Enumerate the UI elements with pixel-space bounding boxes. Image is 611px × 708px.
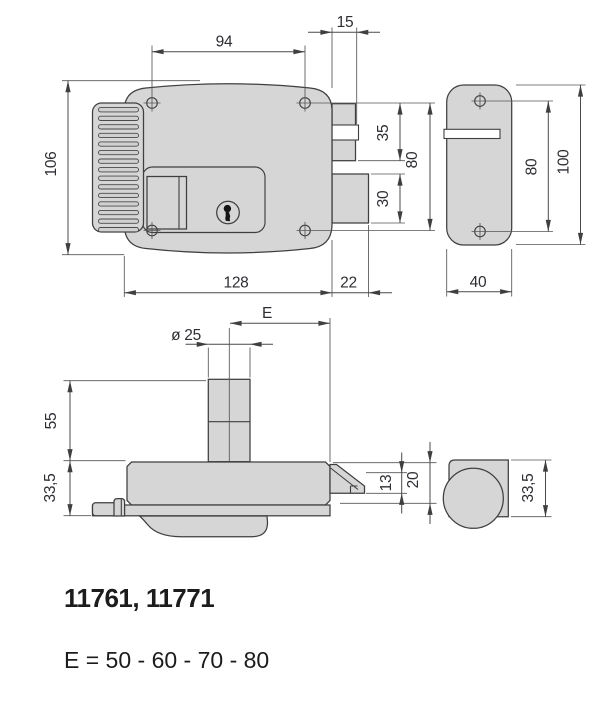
strike-holes bbox=[471, 92, 553, 240]
case-slab bbox=[126, 461, 331, 506]
grille-slats bbox=[98, 107, 139, 233]
dim-106: 106 bbox=[43, 152, 60, 177]
front-view-dimensions bbox=[62, 27, 433, 297]
dim-80-bolts: 80 bbox=[404, 151, 421, 168]
model-numbers: 11761, 11771 bbox=[64, 583, 214, 613]
deadbolt bbox=[331, 173, 370, 224]
dim-20: 20 bbox=[405, 471, 422, 488]
strike-dimensions bbox=[446, 84, 586, 297]
button bbox=[146, 175, 188, 230]
strike-slot bbox=[443, 128, 501, 140]
top-view: E ø 25 55 33,5 13 20 bbox=[42, 305, 437, 538]
dim-40: 40 bbox=[470, 274, 487, 291]
dim-128: 128 bbox=[224, 275, 249, 292]
dim-30: 30 bbox=[375, 190, 392, 207]
backset-values: E = 50 - 60 - 70 - 80 bbox=[64, 647, 269, 673]
top-view-dimensions bbox=[63, 318, 437, 524]
dim-33-5-right: 33,5 bbox=[520, 474, 537, 503]
dim-55: 55 bbox=[43, 413, 60, 430]
base-plate bbox=[91, 504, 331, 517]
latch-top-view bbox=[329, 463, 366, 494]
cylinder-profile-view: 33,5 bbox=[442, 459, 552, 529]
dim-80-strike: 80 bbox=[524, 158, 541, 175]
dim-33-5-left: 33,5 bbox=[42, 474, 59, 503]
profile-cylinder-circle bbox=[442, 467, 504, 529]
dim-94: 94 bbox=[216, 34, 233, 51]
footer: 11761, 11771 E = 50 - 60 - 70 - 80 bbox=[64, 583, 269, 673]
strike-plate-view: 80 100 40 bbox=[443, 84, 586, 297]
dim-15: 15 bbox=[337, 14, 354, 31]
profile-dimensions bbox=[511, 459, 552, 518]
left-tab bbox=[113, 497, 126, 517]
strike-plate bbox=[446, 84, 513, 246]
knob-housing bbox=[137, 515, 269, 538]
latch-bolt bbox=[331, 124, 360, 141]
screw-holes bbox=[143, 45, 435, 239]
dim-E: E bbox=[262, 305, 272, 322]
dim-22: 22 bbox=[340, 275, 357, 292]
dim-13: 13 bbox=[378, 475, 395, 492]
dim-100: 100 bbox=[556, 149, 573, 175]
latch-step bbox=[349, 485, 358, 494]
grille bbox=[91, 102, 145, 233]
dim-cylinder-dia: ø 25 bbox=[171, 327, 201, 344]
dim-35: 35 bbox=[375, 125, 392, 142]
front-view: 94 15 106 35 30 80 128 22 bbox=[43, 14, 435, 297]
key-icon bbox=[223, 204, 232, 222]
